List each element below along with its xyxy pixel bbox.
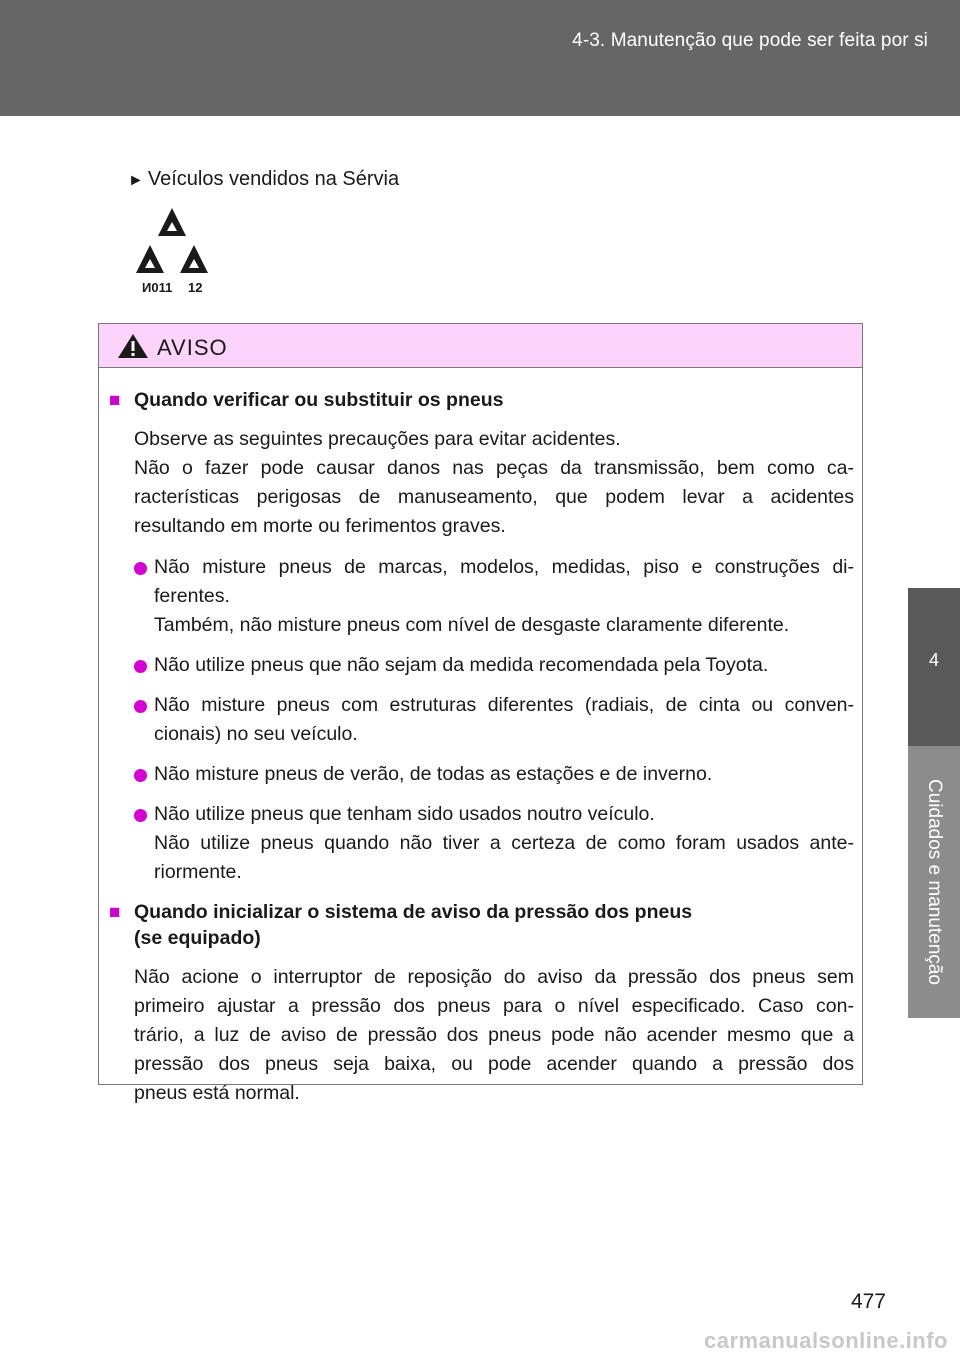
warning-title: AVISO <box>157 335 228 360</box>
bullet-dot-icon <box>134 700 147 713</box>
list-item: Não misture pneus de marcas, modelos, me… <box>109 553 854 640</box>
bullet-dot-icon <box>134 660 147 673</box>
chapter-tab: 4 <box>908 588 960 746</box>
square-bullet-icon: ■ <box>109 390 121 411</box>
section-heading: ■Quando inicializar o sistema de aviso d… <box>109 901 693 949</box>
vehicle-note: ►Veículos vendidos na Sérvia <box>128 168 399 191</box>
watermark: carmanualsonline.info <box>704 1328 948 1353</box>
approval-code: И011 <box>142 280 172 295</box>
warning-triangle-icon <box>118 334 148 358</box>
square-bullet-icon: ■ <box>109 902 121 923</box>
bullet-dot-icon <box>134 769 147 782</box>
chapter-number: 4 <box>928 650 939 670</box>
section-title: 4-3. Manutenção que pode ser feita por s… <box>572 30 928 51</box>
page-number: 477 <box>850 1290 886 1313</box>
header-band: 4-3. Manutenção que pode ser feita por s… <box>0 0 960 116</box>
chapter-strip: Cuidados e manutenção <box>908 746 960 1018</box>
vehicle-note-text: Veículos vendidos na Sérvia <box>147 168 400 190</box>
right-triangle-icon: ► <box>128 172 144 189</box>
warning-box: AVISO ■Quando verificar ou substituir os… <box>98 323 863 1104</box>
paragraph: Observe as seguintes precauções para evi… <box>134 428 854 537</box>
warning-body: ■Quando verificar ou substituir os pneus… <box>99 368 862 1108</box>
bullet-dot-icon <box>134 562 147 575</box>
chapter-title: Cuidados e manutenção <box>924 779 945 985</box>
approval-number: 12 <box>188 280 202 295</box>
approval-mark: И011 12 <box>130 203 220 300</box>
approval-mark-icon: И011 12 <box>136 208 208 295</box>
paragraph: Não acione o interruptor de reposição do… <box>134 966 854 1104</box>
section-heading: ■Quando verificar ou substituir os pneus <box>109 387 854 413</box>
list-item: Não misture pneus de verão, de todas as … <box>109 760 854 789</box>
list-item: Não misture pneus com estruturas diferen… <box>109 691 854 749</box>
warning-header: AVISO <box>99 324 862 368</box>
list-item: Não utilize pneus que tenham sido usados… <box>109 800 854 887</box>
list-item: Não utilize pneus que não sejam da medid… <box>109 651 854 680</box>
bullet-dot-icon <box>134 809 147 822</box>
